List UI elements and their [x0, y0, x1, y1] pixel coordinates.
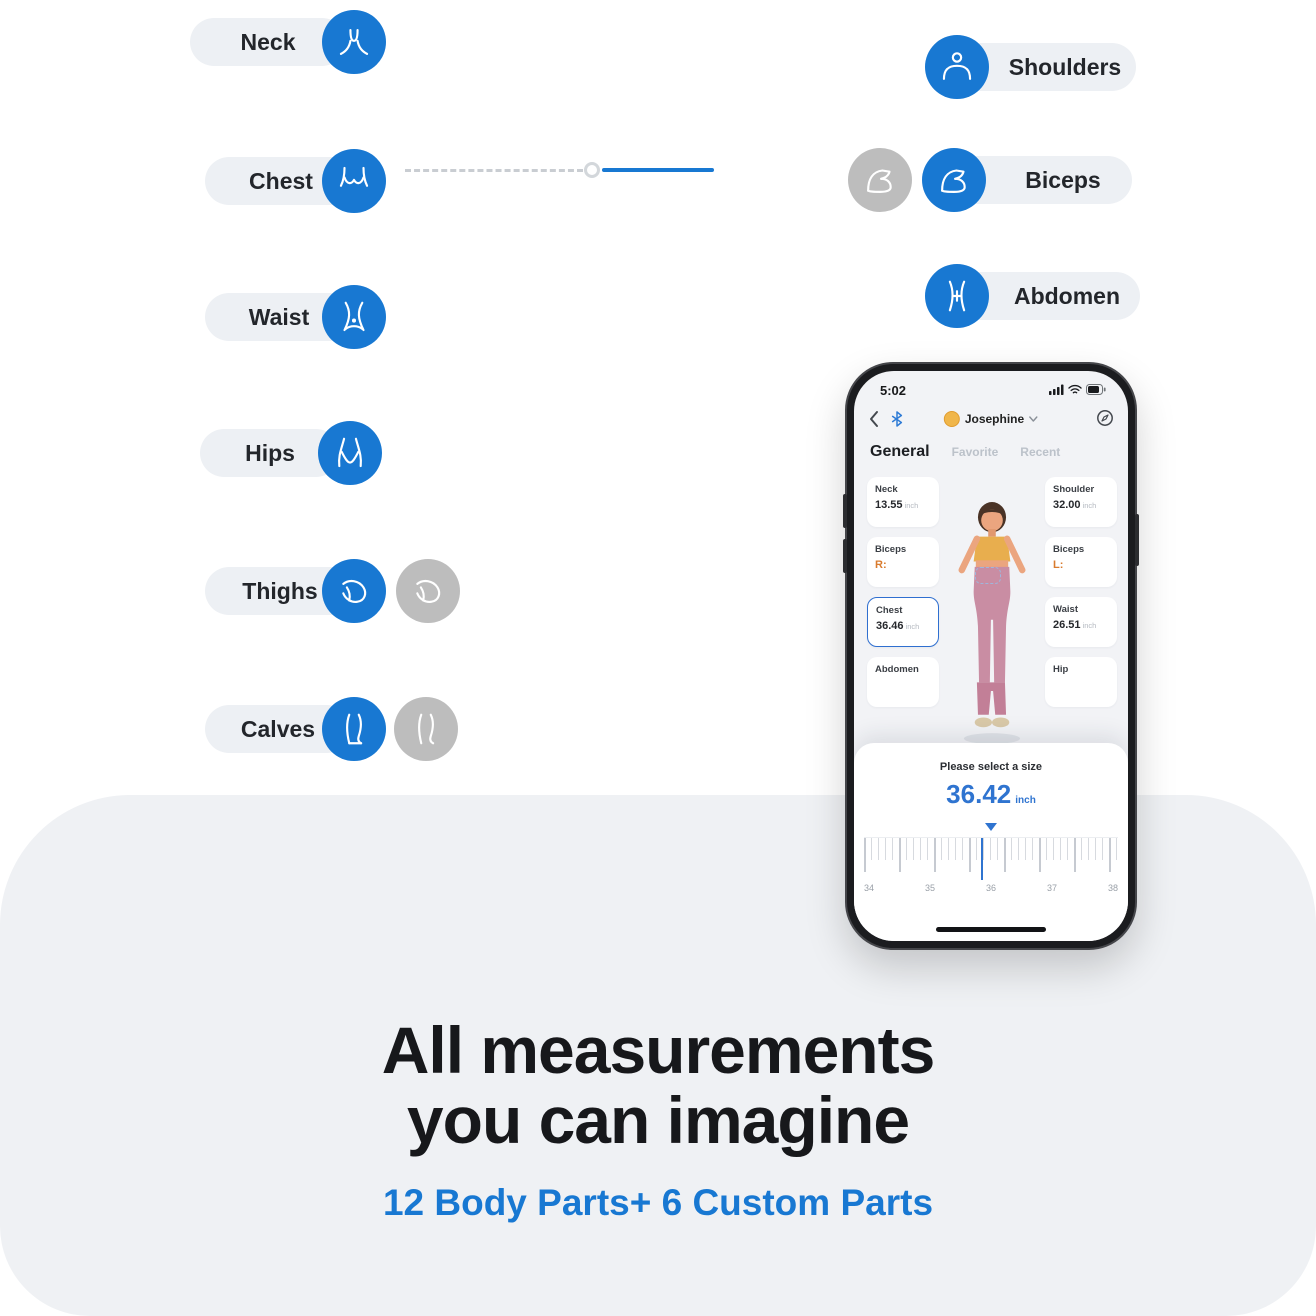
compass-icon[interactable]	[1096, 409, 1114, 427]
volume-up-button	[843, 494, 847, 528]
biceps-gray-icon	[848, 148, 912, 212]
label-neck: Neck	[190, 18, 346, 66]
label-hips: Hips	[200, 429, 340, 477]
card-title: Hip	[1053, 664, 1069, 675]
card-value: 26.51	[1053, 619, 1081, 631]
profile-selector[interactable]: Josephine	[934, 407, 1048, 431]
status-time: 5:02	[880, 383, 907, 398]
hips-icon	[318, 421, 382, 485]
label-calves-text: Calves	[240, 715, 316, 742]
calf-left-icon	[322, 697, 386, 761]
tab-recent[interactable]: Recent	[1020, 445, 1061, 459]
tab-favorite[interactable]: Favorite	[951, 445, 999, 459]
thigh-left-icon	[322, 559, 386, 623]
card-unit: inch	[1082, 621, 1097, 630]
ruler-label: 35	[924, 883, 935, 893]
dashed-connector	[405, 169, 583, 172]
chevron-down-icon	[1029, 416, 1038, 422]
measurement-card-biceps-l[interactable]: Biceps L:	[1045, 537, 1117, 587]
card-title: Biceps	[875, 544, 907, 555]
card-value: L:	[1053, 559, 1064, 571]
neck-icon	[322, 10, 386, 74]
back-icon[interactable]	[868, 410, 880, 428]
profile-name: Josephine	[964, 412, 1025, 426]
ruler-label: 36	[985, 883, 996, 893]
ruler-label: 37	[1046, 883, 1057, 893]
card-value: R:	[875, 559, 887, 571]
connector-dot	[584, 162, 600, 178]
bluetooth-icon[interactable]	[890, 410, 904, 428]
label-waist-text: Waist	[248, 303, 310, 330]
ruler-pointer-icon	[985, 823, 997, 831]
card-title: Abdomen	[875, 664, 919, 675]
measurement-card-hip[interactable]: Hip	[1045, 657, 1117, 707]
label-hips-text: Hips	[245, 439, 295, 466]
waist-icon	[322, 285, 386, 349]
shoulders-icon	[925, 35, 989, 99]
ruler-labels: 34 35 36 37 38	[864, 883, 1118, 893]
card-unit: inch	[904, 501, 919, 510]
phone-mockup: 5:02 Josephine Gener	[843, 362, 1139, 950]
selected-size-unit: inch	[1015, 795, 1036, 806]
card-unit: inch	[1082, 501, 1097, 510]
phone-screen: 5:02 Josephine Gener	[854, 371, 1128, 941]
status-bar: 5:02	[854, 381, 1128, 401]
chest-icon	[322, 149, 386, 213]
tab-bar: General Favorite Recent	[870, 443, 1060, 461]
measurement-card-biceps-r[interactable]: Biceps R:	[867, 537, 939, 587]
app-nav-bar: Josephine	[854, 407, 1128, 433]
card-value: 13.55	[875, 499, 903, 511]
footer-subtitle: 12 Body Parts+ 6 Custom Parts	[382, 1182, 934, 1223]
label-neck-text: Neck	[240, 28, 296, 55]
card-title: Neck	[875, 484, 898, 495]
headline-line1: All measurements	[381, 1013, 936, 1087]
ruler-major-ticks	[864, 838, 1118, 872]
label-chest-text: Chest	[249, 167, 313, 194]
cellular-icon	[1049, 384, 1064, 395]
chest-target-box	[975, 567, 1001, 584]
card-unit: inch	[905, 622, 920, 631]
battery-icon	[1086, 384, 1106, 395]
label-shoulders-text: Shoulders	[1008, 53, 1122, 80]
size-ruler[interactable]	[864, 837, 1118, 880]
biceps-blue-icon	[922, 148, 986, 212]
label-abdomen-text: Abdomen	[1013, 282, 1121, 309]
measurement-card-abdomen[interactable]: Abdomen	[867, 657, 939, 707]
label-thighs-text: Thighs	[242, 577, 318, 604]
profile-avatar	[943, 411, 960, 427]
tab-general[interactable]: General	[870, 443, 930, 460]
home-indicator	[936, 927, 1046, 932]
ruler-needle	[980, 838, 984, 880]
card-title: Waist	[1053, 604, 1078, 615]
selected-size-value: 36.42	[946, 779, 1012, 809]
body-avatar	[938, 497, 1046, 749]
power-button	[1135, 514, 1139, 566]
headline-line2: you can imagine	[406, 1083, 910, 1157]
calf-right-icon	[394, 697, 458, 761]
ruler-label: 38	[1107, 883, 1118, 893]
ruler-label: 34	[864, 883, 875, 893]
volume-down-button	[843, 539, 847, 573]
solid-connector	[602, 168, 714, 172]
sheet-prompt: Please select a size	[939, 761, 1043, 773]
label-biceps-text: Biceps	[1025, 166, 1101, 193]
card-title: Chest	[876, 605, 903, 616]
card-value: 32.00	[1053, 499, 1081, 511]
card-value: 36.46	[876, 620, 904, 632]
thigh-right-icon	[396, 559, 460, 623]
wifi-icon	[1068, 384, 1082, 394]
card-title: Shoulder	[1053, 484, 1095, 495]
card-title: Biceps	[1053, 544, 1085, 555]
abdomen-icon	[925, 264, 989, 328]
